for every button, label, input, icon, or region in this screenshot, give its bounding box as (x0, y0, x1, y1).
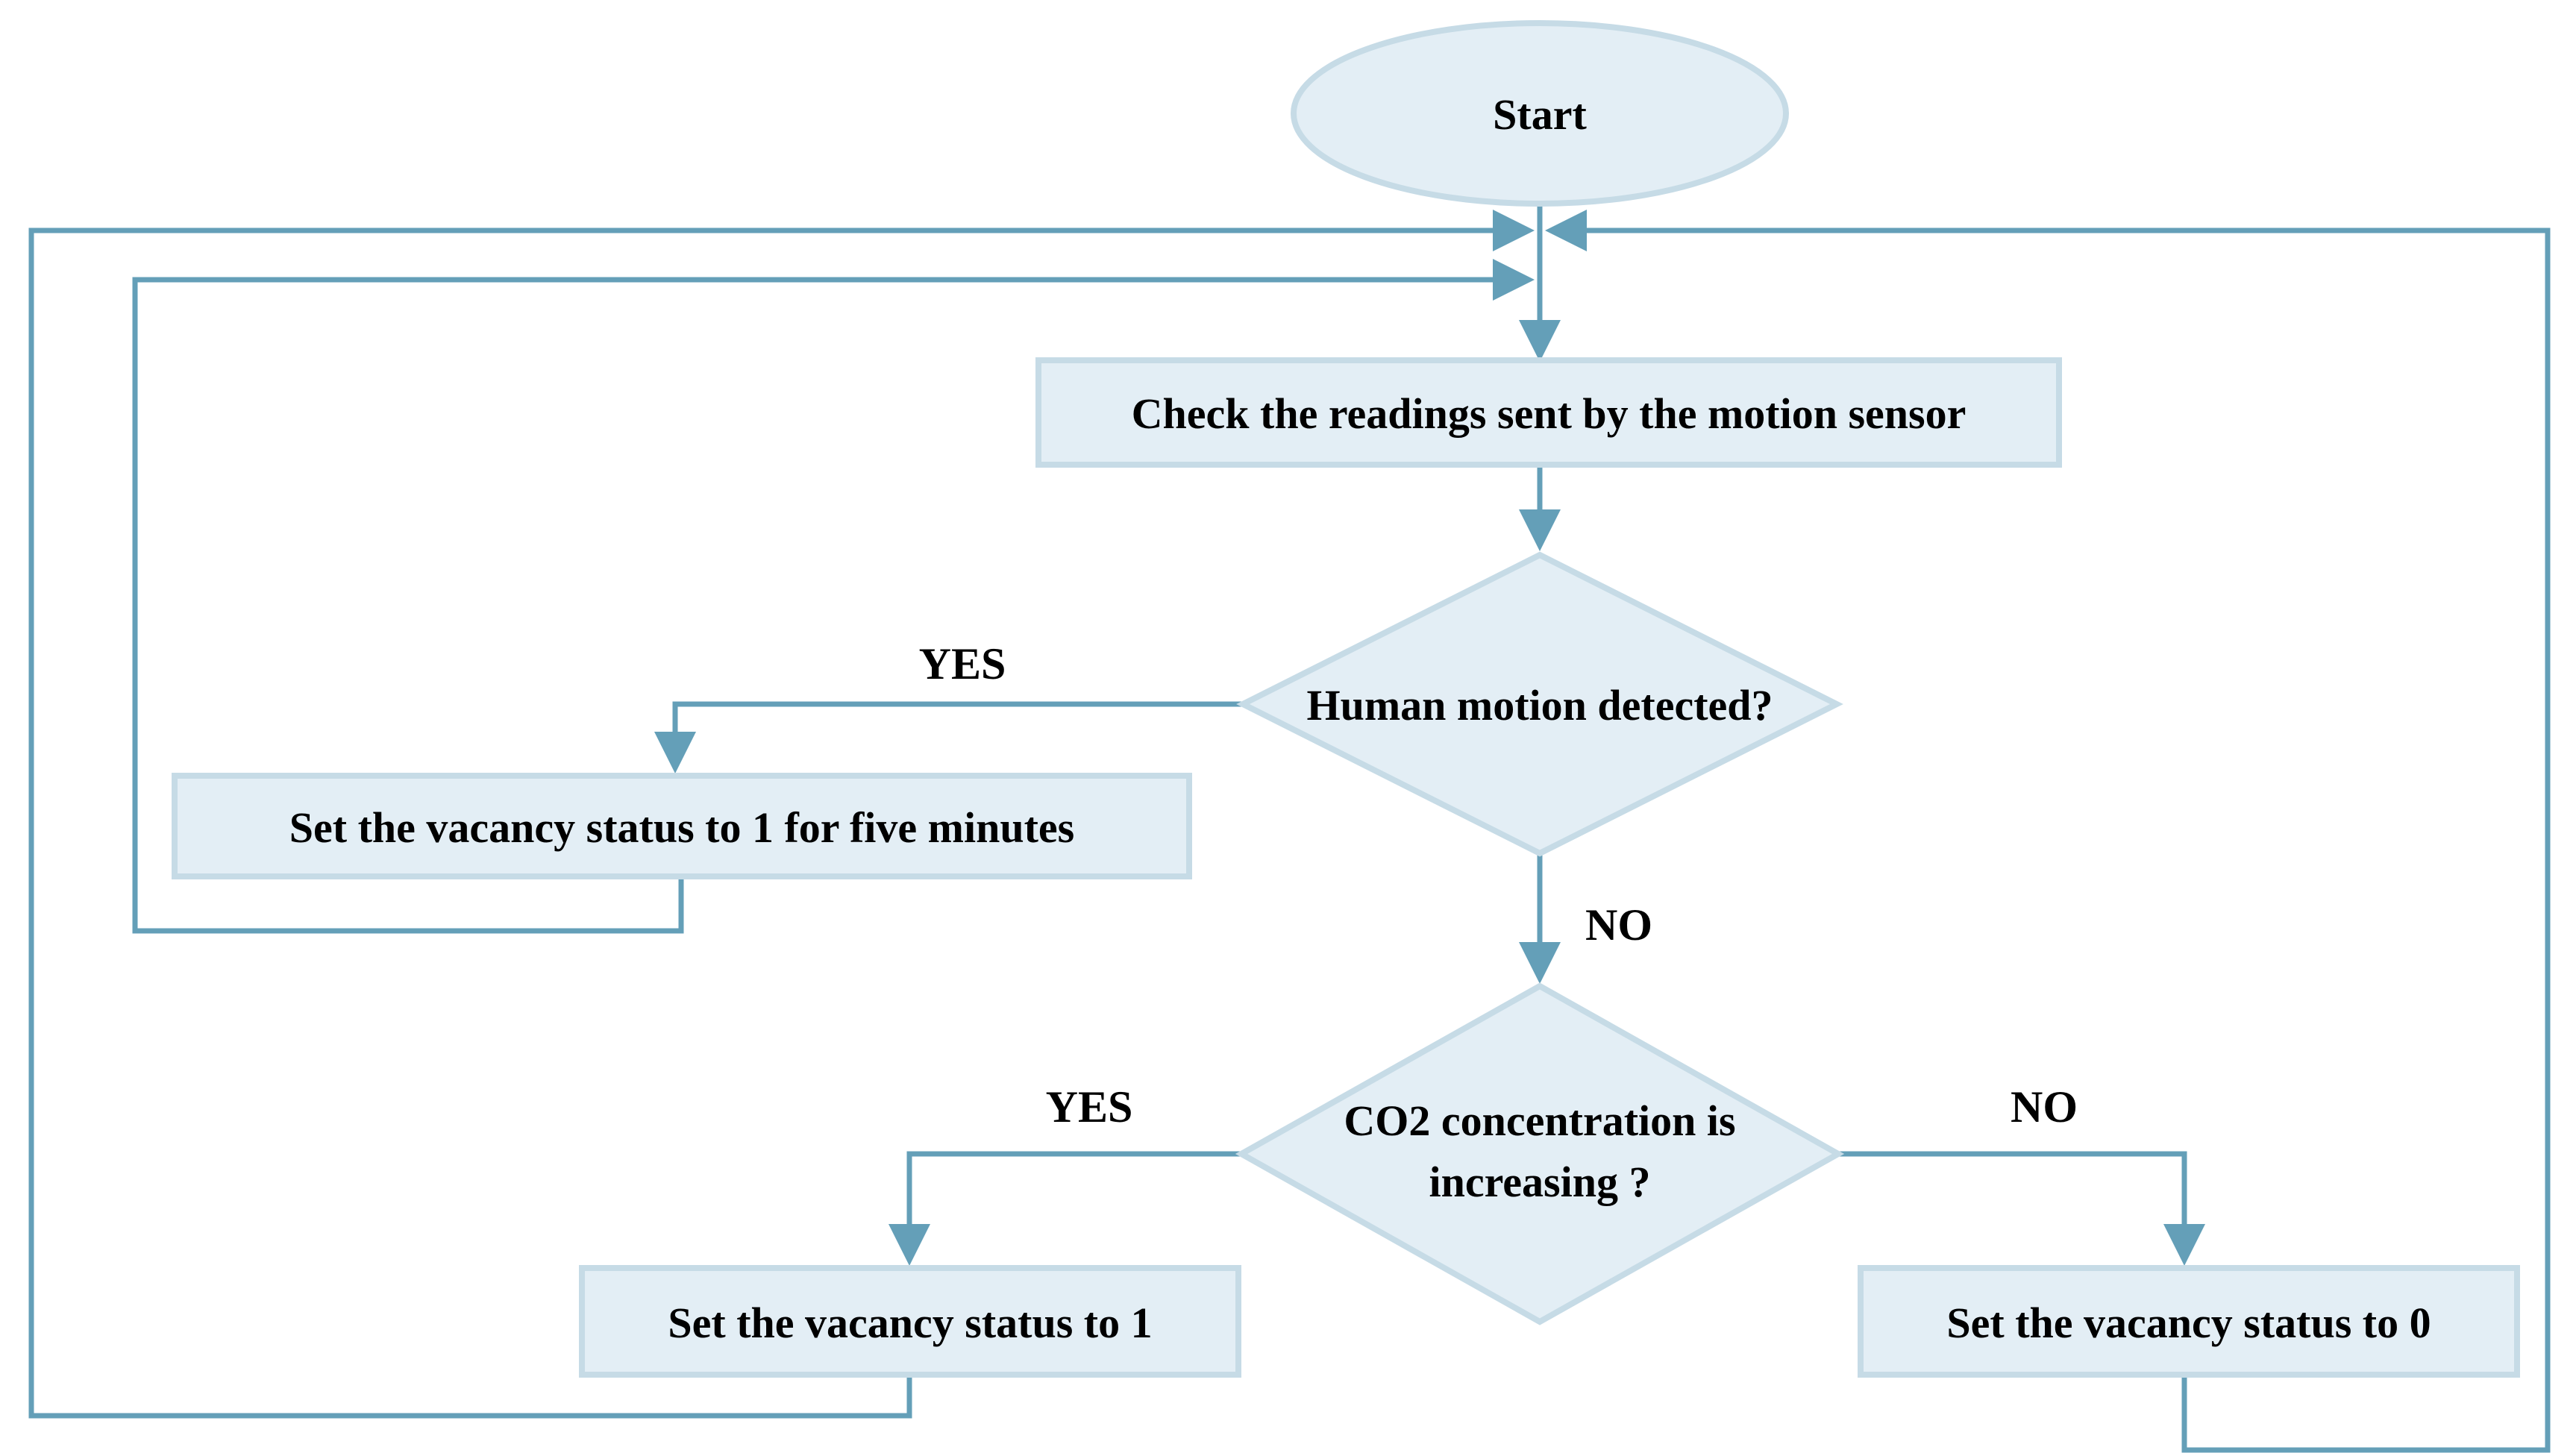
co2-increasing-label-line2: increasing ? (1429, 1158, 1651, 1206)
check-readings-label: Check the readings sent by the motion se… (1132, 389, 1967, 438)
co2-yes-label: YES (1046, 1082, 1133, 1132)
start-label: Start (1493, 90, 1587, 139)
edges (28, 204, 2551, 1453)
motion-detected-diamond (1236, 551, 1843, 857)
set-vacancy-1-label: Set the vacancy status to 1 (668, 1299, 1152, 1347)
motion-no-label: NO (1585, 900, 1652, 950)
edge-co2-no (1838, 1151, 2205, 1266)
set-vacancy-1-five-minutes-label: Set the vacancy status to 1 for five min… (289, 803, 1074, 852)
set-vacancy-0-box (1858, 1265, 2520, 1378)
edge-loop-fivemin-to-junction (132, 259, 1535, 934)
set-vacancy-1-five-minutes-box (172, 773, 1192, 879)
motion-detected-label: Human motion detected? (1306, 681, 1773, 729)
node-labels: Start Check the readings sent by the mot… (289, 90, 2431, 1347)
set-vacancy-1-box (579, 1265, 1241, 1378)
edge-motion-yes (654, 701, 1243, 773)
edge-loop-set0-to-junction (1545, 210, 2551, 1453)
co2-no-label: NO (2011, 1082, 2078, 1132)
check-readings-box (1035, 357, 2062, 468)
nodes (172, 20, 2520, 1378)
motion-yes-label: YES (919, 639, 1006, 688)
start-terminator-shape (1291, 20, 1789, 207)
edge-labels: YES NO YES NO (919, 639, 2078, 1132)
edge-co2-yes (889, 1151, 1241, 1266)
edge-loop-set1-to-junction (28, 210, 1535, 1419)
co2-increasing-diamond (1235, 982, 1845, 1325)
set-vacancy-0-label: Set the vacancy status to 0 (1946, 1299, 2431, 1347)
co2-increasing-label-line1: CO2 concentration is (1344, 1096, 1735, 1145)
